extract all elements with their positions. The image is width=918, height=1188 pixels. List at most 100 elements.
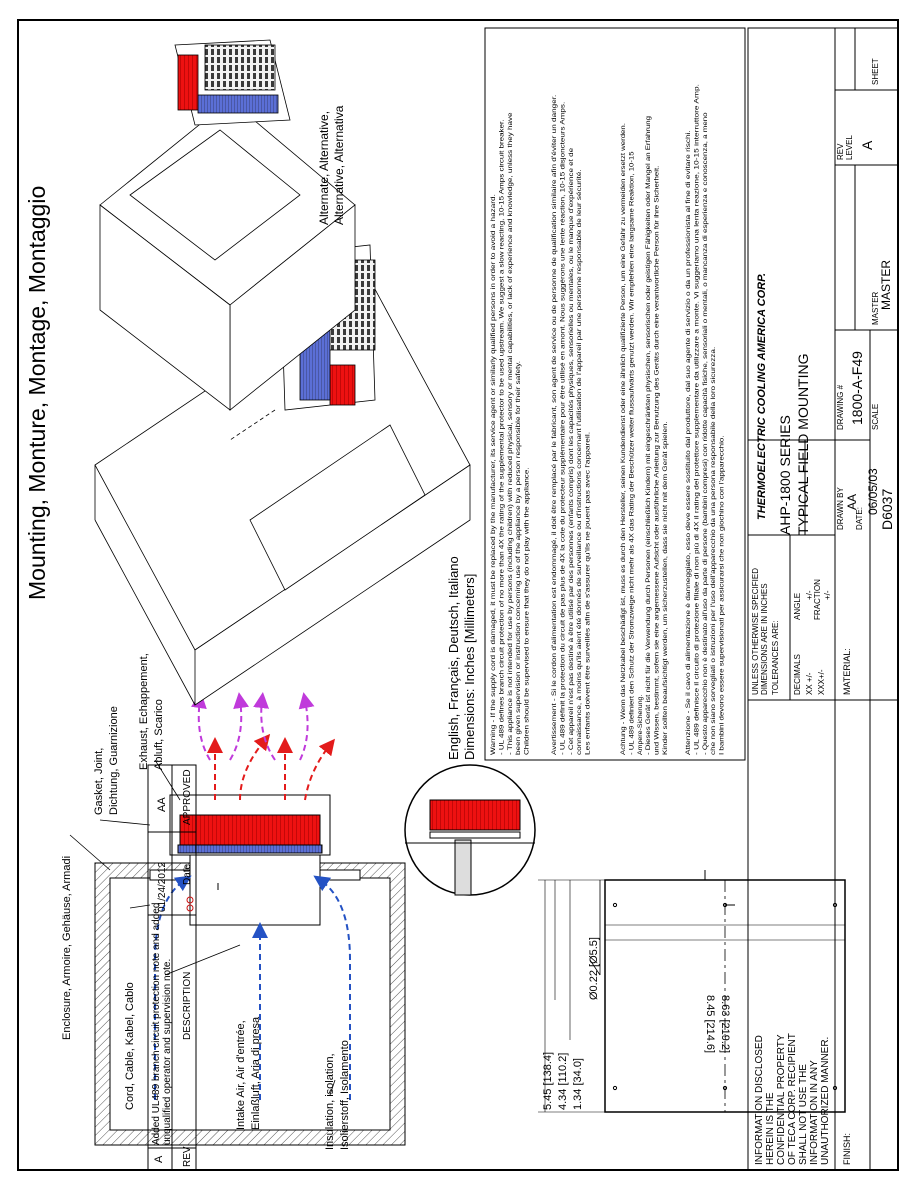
unit-body bbox=[189, 854, 321, 926]
title-block bbox=[747, 27, 899, 1171]
rev-level: A bbox=[859, 140, 875, 150]
drawn-by-label: DRAWN BY bbox=[836, 487, 845, 530]
warning-line: - UL 489 definiert den Schutz der Stromz… bbox=[628, 151, 635, 755]
rev-level-label-2: LEVEL bbox=[845, 135, 854, 160]
sheet-label: SHEET bbox=[871, 58, 880, 85]
dim-4-34: 4.34 [110.2] bbox=[557, 1053, 569, 1110]
approved-header: APPROVED bbox=[182, 769, 193, 825]
warning-line: - Cet appareil n'est pas destiné à être … bbox=[568, 148, 575, 755]
callout-gasket-2: Dichtung, Guarnizione bbox=[108, 706, 120, 815]
tolerance-note-1: UNLESS OTHERWISE SPECIFIED bbox=[751, 568, 760, 695]
rev-level-label-1: REV bbox=[836, 143, 845, 160]
warnings-box bbox=[484, 27, 746, 761]
warning-line: been given supervision or instruction co… bbox=[515, 361, 522, 755]
drawn-by: AA bbox=[845, 494, 859, 510]
drawing-number: 1800-A-F49 bbox=[849, 351, 865, 425]
scale-label: SCALE bbox=[871, 404, 880, 430]
warning-line: Avertissement - Si le cordon d'alimentat… bbox=[551, 95, 558, 755]
product-line-2: TYPICAL FIELD MOUNTING bbox=[795, 353, 811, 535]
doc-number: D6037 bbox=[879, 489, 895, 530]
warning-line: - Dieses Gerät ist nicht für die Verwend… bbox=[645, 116, 652, 755]
callout-intake-2: Einlaßluft, Aria di presa bbox=[250, 1016, 262, 1130]
dim-5-45: 5.45 [138.4] bbox=[542, 1052, 554, 1110]
alternate-label-1: Alternate, Alternative, bbox=[317, 111, 331, 225]
languages-label: English, Français, Deutsch, Italiano bbox=[446, 556, 461, 760]
finish-label: FINISH: bbox=[842, 1133, 852, 1165]
callout-cord: Cord, Cable, Kabel, Cablo bbox=[124, 982, 136, 1110]
title-block-text: INFORMATION DISCLOSED HEREIN IS THE CONF… bbox=[751, 58, 895, 1165]
dimension-labels: 5.45 [138.4] 4.34 [110.2] 1.34 [34.0] 8.… bbox=[542, 937, 731, 1110]
confidential-4: OF TECA CORP. RECIPIENT bbox=[787, 1033, 798, 1165]
rev-header: REV bbox=[182, 1146, 193, 1167]
warning-line: Ampere-Sicherung. bbox=[637, 694, 644, 755]
xx-tolerance: XX +/- bbox=[805, 672, 814, 695]
xxx-tolerance: XXX+/- bbox=[817, 669, 826, 695]
warning-line: Achtung - Wenn das Netzkabel beschädigt … bbox=[620, 123, 627, 755]
warning-line: - UL 489 defines branch circuit protecti… bbox=[498, 119, 505, 755]
warning-line: - Questo apparecchio non è destinato all… bbox=[702, 112, 709, 755]
warning-line: Kinder sollten beaufsichtigt werden, um … bbox=[662, 421, 669, 755]
confidential-7: UNAUTHORIZED MANNER. bbox=[820, 1037, 831, 1165]
company-name: THERMOELECTRIC COOLING AMERICA CORP. bbox=[756, 273, 768, 520]
master-label: MASTER bbox=[871, 291, 880, 325]
callout-enclosure: Enclosure, Armoire, Gehäuse, Armadi bbox=[61, 856, 73, 1040]
confidential-1: INFORMATION DISCLOSED bbox=[754, 1035, 765, 1165]
confidential-6: INFORMATION IN ANY bbox=[809, 1060, 820, 1165]
alternate-label-2: Alternative, Alternativa bbox=[332, 105, 346, 225]
confidential-3: CONFIDENTIAL PROPERTY bbox=[776, 1034, 787, 1165]
drawing-title: Mounting, Monture, Montage, Montaggio bbox=[24, 186, 50, 600]
callout-exhaust-2: Abluft, Scarico bbox=[153, 699, 165, 770]
callout-gasket-1: Gasket, Joint, bbox=[93, 748, 105, 815]
date-value: 06/05/03 bbox=[866, 468, 880, 515]
warnings-text: Warning - If the supply cord is damaged,… bbox=[490, 84, 726, 755]
warning-line: Children should be supervised to ensure … bbox=[524, 467, 531, 755]
callout-insulation-1: Insulation, isolation, bbox=[324, 1053, 336, 1150]
material-label: MATERIAL: bbox=[842, 648, 852, 695]
warning-line: Warning - If the supply cord is damaged,… bbox=[490, 194, 497, 755]
iso-enclosure-main bbox=[94, 279, 471, 706]
callout-insulation-2: Isolierstoff, Isolamento bbox=[339, 1040, 351, 1150]
decimals-label: DECIMALS bbox=[793, 654, 802, 695]
tolerances-label: TOLERANCES ARE: bbox=[771, 620, 780, 695]
iso-unit-alt bbox=[174, 39, 291, 126]
warning-line: che non siano sorvegliati o istruzioni p… bbox=[710, 347, 717, 755]
dim-8-45: 8.45 [214.6] bbox=[704, 995, 716, 1053]
warning-line: - UL 489 définit la protection du circui… bbox=[559, 102, 566, 755]
rev-approved: AA bbox=[156, 797, 168, 812]
warning-line: Attenzione - Se il cavo di alimentazione… bbox=[685, 130, 692, 755]
warning-line: connaissance, à moins qu'ils aient été d… bbox=[576, 169, 583, 755]
fraction-value: +/- bbox=[823, 590, 832, 600]
date-header: Date bbox=[182, 863, 193, 885]
warning-line: und Wissen, bestimmt, sofern sie eine an… bbox=[654, 166, 661, 755]
product-line-1: AHP-1800 SERIES bbox=[777, 415, 793, 535]
fraction-label: FRACTION bbox=[813, 579, 822, 620]
angle-label: ANGLE bbox=[793, 593, 802, 620]
drawing-label: DRAWING # bbox=[836, 384, 845, 430]
detail-view bbox=[404, 764, 536, 896]
callout-exhaust-1: Exhaust, Echappement, bbox=[138, 653, 150, 770]
hot-air-arrows bbox=[190, 692, 315, 761]
enclosure-section bbox=[94, 794, 406, 1146]
warning-german: Achtung - Wenn das Netzkabel beschädigt … bbox=[620, 116, 669, 755]
dim-8-63: 8.63 [219.2] bbox=[719, 995, 731, 1053]
revision-block: A Added UL489 branch circuit protection … bbox=[147, 764, 197, 1171]
angle-value: +/- bbox=[805, 590, 814, 600]
confidential-2: HEREIN IS THE bbox=[765, 1092, 776, 1165]
rev-letter: A bbox=[153, 1155, 165, 1163]
warning-line: - UL 489 definisce il circuito di protez… bbox=[693, 84, 700, 755]
dim-hole: Ø0.22 [Ø5.5] bbox=[588, 937, 600, 1000]
rev-description-1: Added UL489 branch circuit protection no… bbox=[151, 903, 162, 1145]
cutout-template bbox=[538, 870, 846, 1113]
callout-leaders bbox=[69, 759, 601, 1096]
rev-date: 01/24/2012 bbox=[157, 862, 168, 912]
dim-1-34: 1.34 [34.0] bbox=[572, 1058, 584, 1110]
warning-english: Warning - If the supply cord is damaged,… bbox=[490, 112, 531, 755]
intake-airflow-arrows bbox=[154, 875, 351, 1100]
date-label: DATE: bbox=[855, 507, 864, 530]
callout-intake-1: Intake Air, Air d'entrée, bbox=[235, 1020, 247, 1130]
confidential-5: SHALL NOT USE THE bbox=[798, 1064, 809, 1165]
tolerance-note-2: DIMENSIONS ARE IN INCHES bbox=[760, 583, 769, 695]
warning-line: Les enfants doivent être surveillés afin… bbox=[585, 432, 592, 755]
